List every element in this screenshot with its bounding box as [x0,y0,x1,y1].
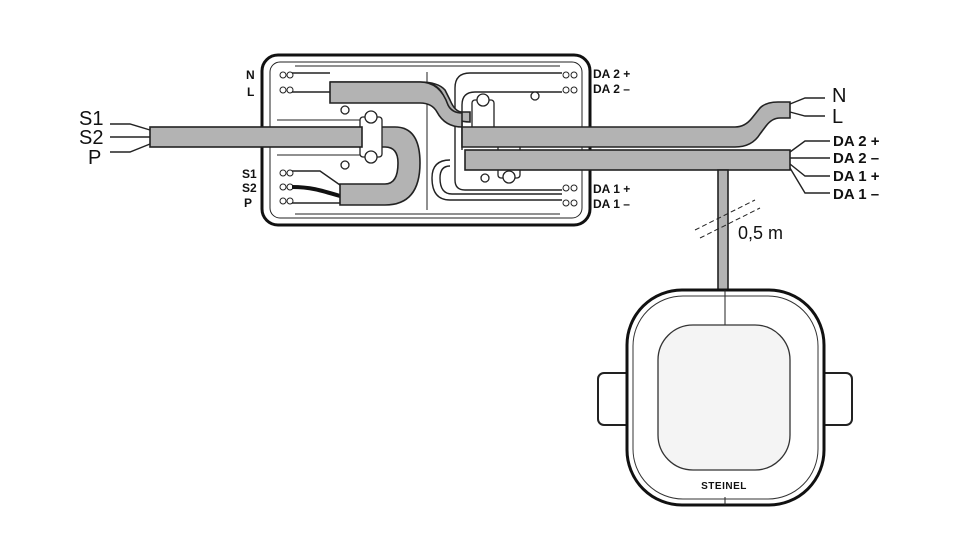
box-label-n: N [246,68,255,82]
right-cables [461,97,830,291]
lead-label-l: L [832,106,843,128]
terminal-box [260,53,592,227]
brand-logo: STEINEL [701,481,747,492]
box-label-da1m: DA 1 – [593,197,630,211]
box-label-s1: S1 [242,167,257,181]
box-label-s2: S2 [242,181,257,195]
lead-label-s2: S2 [79,127,103,149]
lead-label-da1m: DA 1 – [833,186,879,203]
box-label-da1p: DA 1 + [593,182,630,196]
lead-label-n: N [832,85,846,107]
left-cable [110,123,363,153]
box-label-da2m: DA 2 – [593,82,630,96]
box-label-l: L [247,85,254,99]
lead-label-p: P [88,147,101,169]
lead-label-s1: S1 [79,108,103,130]
lead-label-da2p: DA 2 + [833,133,880,150]
box-label-p: P [244,196,252,210]
cable-length-label: 0,5 m [738,223,783,243]
lead-label-da1p: DA 1 + [833,168,880,185]
sensor-device: STEINEL [597,288,853,507]
box-label-da2p: DA 2 + [593,67,630,81]
lead-label-da2m: DA 2 – [833,150,879,167]
